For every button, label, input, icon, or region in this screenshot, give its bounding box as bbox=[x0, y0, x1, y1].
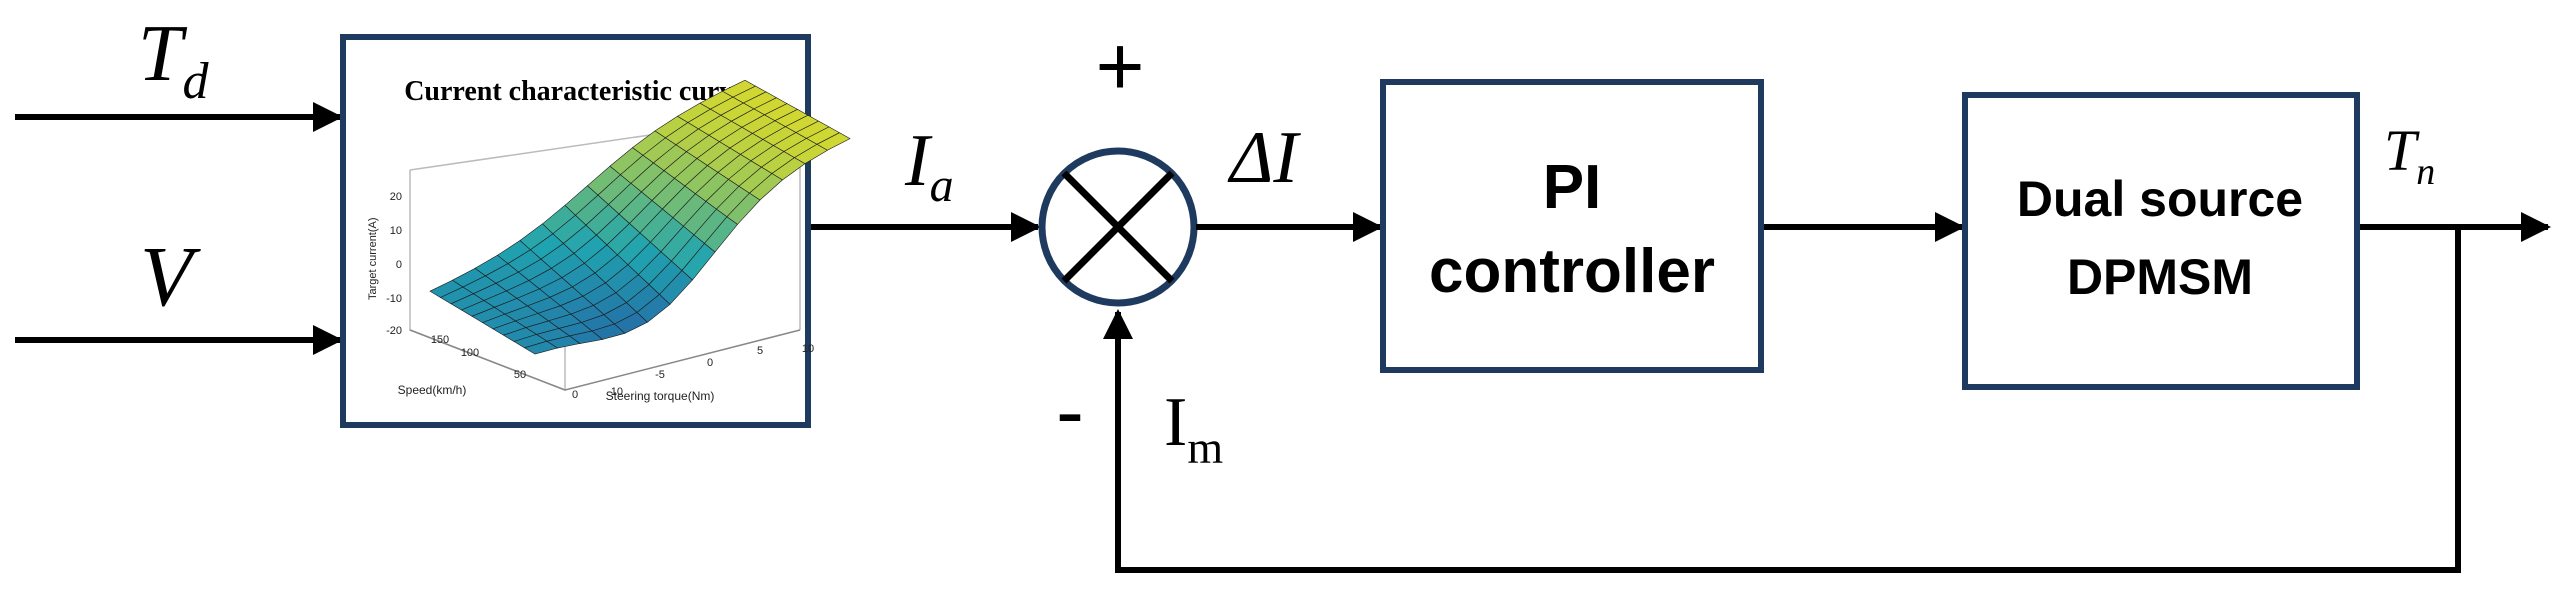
motor-block-line1: Dual source bbox=[2017, 171, 2303, 227]
v-label: V bbox=[140, 228, 201, 324]
im-label: Im bbox=[1164, 384, 1223, 473]
plus-sign: + bbox=[1095, 19, 1144, 113]
lookup-block-title: Current characteristic curve bbox=[404, 76, 746, 107]
x-tick: 5 bbox=[757, 345, 763, 357]
x-tick: 10 bbox=[802, 343, 814, 355]
plot-box-front-left bbox=[409, 329, 566, 391]
z-tick: 0 bbox=[396, 259, 402, 271]
ia-label: Ia bbox=[904, 120, 954, 212]
plot-ylabel: Speed(km/h) bbox=[398, 383, 467, 397]
z-tick: 10 bbox=[390, 225, 402, 237]
minus-sign: - bbox=[1056, 364, 1084, 458]
surface-patch bbox=[816, 132, 851, 151]
x-tick: -5 bbox=[655, 369, 665, 381]
z-tick: -20 bbox=[386, 325, 402, 337]
motor-block-line2: DPMSM bbox=[2067, 249, 2253, 305]
y-tick: 150 bbox=[431, 334, 449, 346]
y-tick: 50 bbox=[514, 369, 526, 381]
pi-controller-block bbox=[1380, 79, 1764, 373]
plot-box-bottom bbox=[564, 329, 801, 391]
plot-zlabel: Target current(A) bbox=[367, 217, 379, 300]
feedback-path bbox=[1103, 227, 2461, 573]
junction-cross-b bbox=[1061, 170, 1175, 284]
y-tick: 0 bbox=[572, 389, 578, 401]
x-tick: 0 bbox=[707, 357, 713, 369]
delta-i-label: ΔI bbox=[1227, 117, 1301, 199]
target-current-surface bbox=[429, 79, 851, 355]
tn-label: Tn bbox=[2384, 118, 2435, 193]
td-label: Td bbox=[138, 10, 210, 110]
y-tick: 100 bbox=[461, 347, 479, 359]
z-tick: 20 bbox=[390, 191, 402, 203]
x-tick: -10 bbox=[607, 386, 623, 398]
surface-plot: Target current(A) Steering torque(Nm) Sp… bbox=[367, 79, 851, 403]
pi-block-line1: PI bbox=[1543, 153, 1602, 222]
dual-source-dpmsm-block bbox=[1962, 92, 2360, 390]
z-tick: -10 bbox=[386, 293, 402, 305]
pi-block-line2: controller bbox=[1429, 237, 1715, 306]
plot-xlabel: Steering torque(Nm) bbox=[606, 389, 715, 403]
